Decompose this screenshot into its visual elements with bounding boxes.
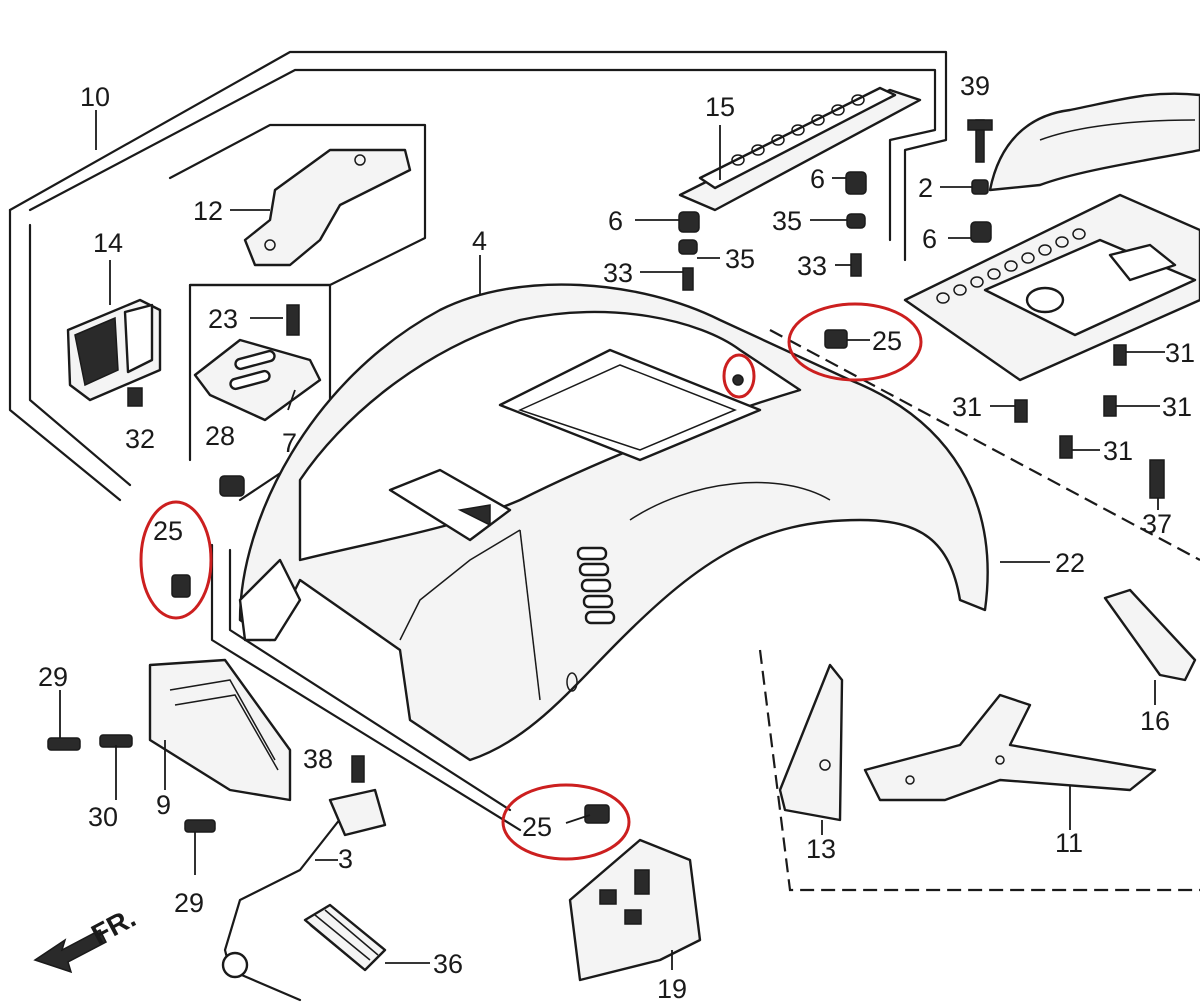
callout-19: 19 bbox=[657, 974, 687, 1004]
group-boundary bbox=[8, 50, 1200, 892]
callout-2: 2 bbox=[918, 173, 933, 203]
callout-6b: 6 bbox=[608, 206, 623, 236]
callout-9: 9 bbox=[156, 790, 171, 820]
callout-10: 10 bbox=[80, 82, 110, 112]
callout-37: 37 bbox=[1142, 509, 1172, 539]
grab-rail bbox=[678, 86, 922, 212]
highlight-ring-hole bbox=[722, 353, 756, 399]
grip-36 bbox=[303, 903, 387, 972]
carrier-plate bbox=[903, 193, 1200, 382]
seat-cover bbox=[988, 92, 1200, 192]
bracket-7 bbox=[193, 304, 322, 497]
callout-22: 22 bbox=[1055, 548, 1085, 578]
pad-16 bbox=[1103, 588, 1197, 682]
front-arrow-icon bbox=[33, 928, 107, 974]
rear-fender bbox=[238, 283, 989, 762]
step-bar bbox=[221, 755, 387, 1002]
screws-31 bbox=[1014, 344, 1165, 499]
callout-31b: 31 bbox=[1162, 392, 1192, 422]
callout-29b: 29 bbox=[174, 888, 204, 918]
bracket-12 bbox=[243, 148, 412, 267]
plate-holes bbox=[936, 228, 1086, 304]
callout-29a: 29 bbox=[38, 662, 68, 692]
highlight-rings bbox=[139, 302, 923, 861]
callout-33b: 33 bbox=[797, 251, 827, 281]
highlight-ring-25-left bbox=[139, 500, 213, 620]
callout-39: 39 bbox=[960, 71, 990, 101]
callout-3: 3 bbox=[338, 844, 353, 874]
callout-30: 30 bbox=[88, 802, 118, 832]
callout-33a: 33 bbox=[603, 258, 633, 288]
callout-11: 11 bbox=[1055, 828, 1083, 858]
callout-12: 12 bbox=[193, 196, 223, 226]
rail-holes bbox=[731, 94, 865, 166]
callout-15: 15 bbox=[705, 92, 735, 122]
bolts-25 bbox=[171, 329, 848, 824]
callout-32: 32 bbox=[125, 424, 155, 454]
callout-25c: 25 bbox=[522, 812, 552, 842]
plate-19 bbox=[568, 838, 702, 982]
tail-lamp bbox=[66, 298, 162, 407]
callout-6a: 6 bbox=[810, 164, 825, 194]
bracket-11 bbox=[863, 693, 1157, 802]
callout-31d: 31 bbox=[1103, 436, 1133, 466]
front-direction-marker: FR. bbox=[33, 902, 141, 974]
callout-7: 7 bbox=[282, 428, 297, 458]
callout-25a: 25 bbox=[872, 326, 902, 356]
callout-4: 4 bbox=[472, 226, 487, 256]
callout-16: 16 bbox=[1140, 706, 1170, 736]
callout-13: 13 bbox=[806, 834, 836, 864]
callout-25b: 25 bbox=[153, 516, 183, 546]
callout-labels: 10 12 14 23 7 32 28 4 15 6 6 6 35 35 33 … bbox=[38, 71, 1195, 1004]
callout-23: 23 bbox=[208, 304, 238, 334]
bracket-9 bbox=[47, 658, 292, 833]
highlight-ring-25-bottom bbox=[501, 783, 631, 861]
callout-14: 14 bbox=[93, 228, 123, 258]
grommets bbox=[678, 119, 993, 291]
leader-lines bbox=[59, 110, 1165, 970]
callout-31a: 31 bbox=[1165, 338, 1195, 368]
callout-28: 28 bbox=[205, 421, 235, 451]
callout-35a: 35 bbox=[725, 244, 755, 274]
plate-13 bbox=[778, 663, 844, 822]
callout-31c: 31 bbox=[952, 392, 982, 422]
highlight-ring-25-top bbox=[787, 302, 923, 382]
callout-35b: 35 bbox=[772, 206, 802, 236]
callout-36: 36 bbox=[433, 949, 463, 979]
callout-6c: 6 bbox=[922, 224, 937, 254]
vent-slots bbox=[576, 546, 616, 625]
callout-38: 38 bbox=[303, 744, 333, 774]
